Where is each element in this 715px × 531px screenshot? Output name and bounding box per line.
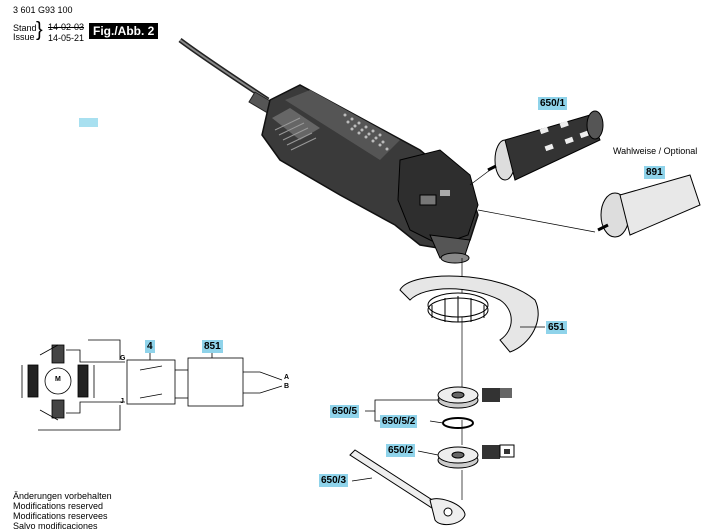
- side-handle-650-1: [487, 110, 604, 181]
- brace: }: [36, 19, 43, 41]
- terminal-j: J: [120, 398, 124, 405]
- side-handle-891: [597, 174, 701, 238]
- issue-label: Issue: [13, 32, 35, 42]
- callout-851: 851: [202, 340, 223, 353]
- callout-650-5-2: 650/5/2: [380, 415, 418, 428]
- spanner-650-3: [349, 449, 466, 526]
- callout-650-2: 650/2: [386, 444, 416, 457]
- terminal-b: B: [284, 383, 290, 390]
- terminal-g: G: [120, 355, 126, 362]
- marker-box: [79, 118, 98, 127]
- footer-line-2: Modifications reserved: [13, 501, 104, 511]
- callout-891: 891: [644, 166, 665, 179]
- flange-650-5: [437, 386, 512, 409]
- footer-line-4: Salvo modificaciones: [13, 521, 98, 531]
- angle-grinder: [261, 84, 479, 264]
- part-number: 3 601 G93 100: [13, 5, 73, 15]
- clamping-nut-650-2: [437, 444, 515, 469]
- footer-line-3: Modifications reservees: [13, 511, 108, 521]
- motor-label: M: [55, 376, 61, 383]
- wiring-schematic: [21, 339, 283, 431]
- o-ring-650-5-2: [442, 417, 474, 429]
- figure-label: Fig./Abb. 2: [89, 23, 159, 39]
- issue-date: 14-05-21: [48, 33, 85, 43]
- optional-label: Wahlweise / Optional: [613, 146, 698, 156]
- callout-650-1: 650/1: [538, 97, 568, 110]
- stand-label: Stand: [13, 23, 37, 33]
- wheel-guard-651: [399, 275, 539, 353]
- callout-4: 4: [145, 340, 155, 353]
- stand-date: 14-02-03: [48, 22, 85, 32]
- terminal-a: A: [284, 374, 290, 381]
- callout-650-5: 650/5: [330, 405, 360, 418]
- callout-651: 651: [546, 321, 567, 334]
- footer-line-1: Änderungen vorbehalten: [13, 491, 112, 501]
- callout-650-3: 650/3: [319, 474, 349, 487]
